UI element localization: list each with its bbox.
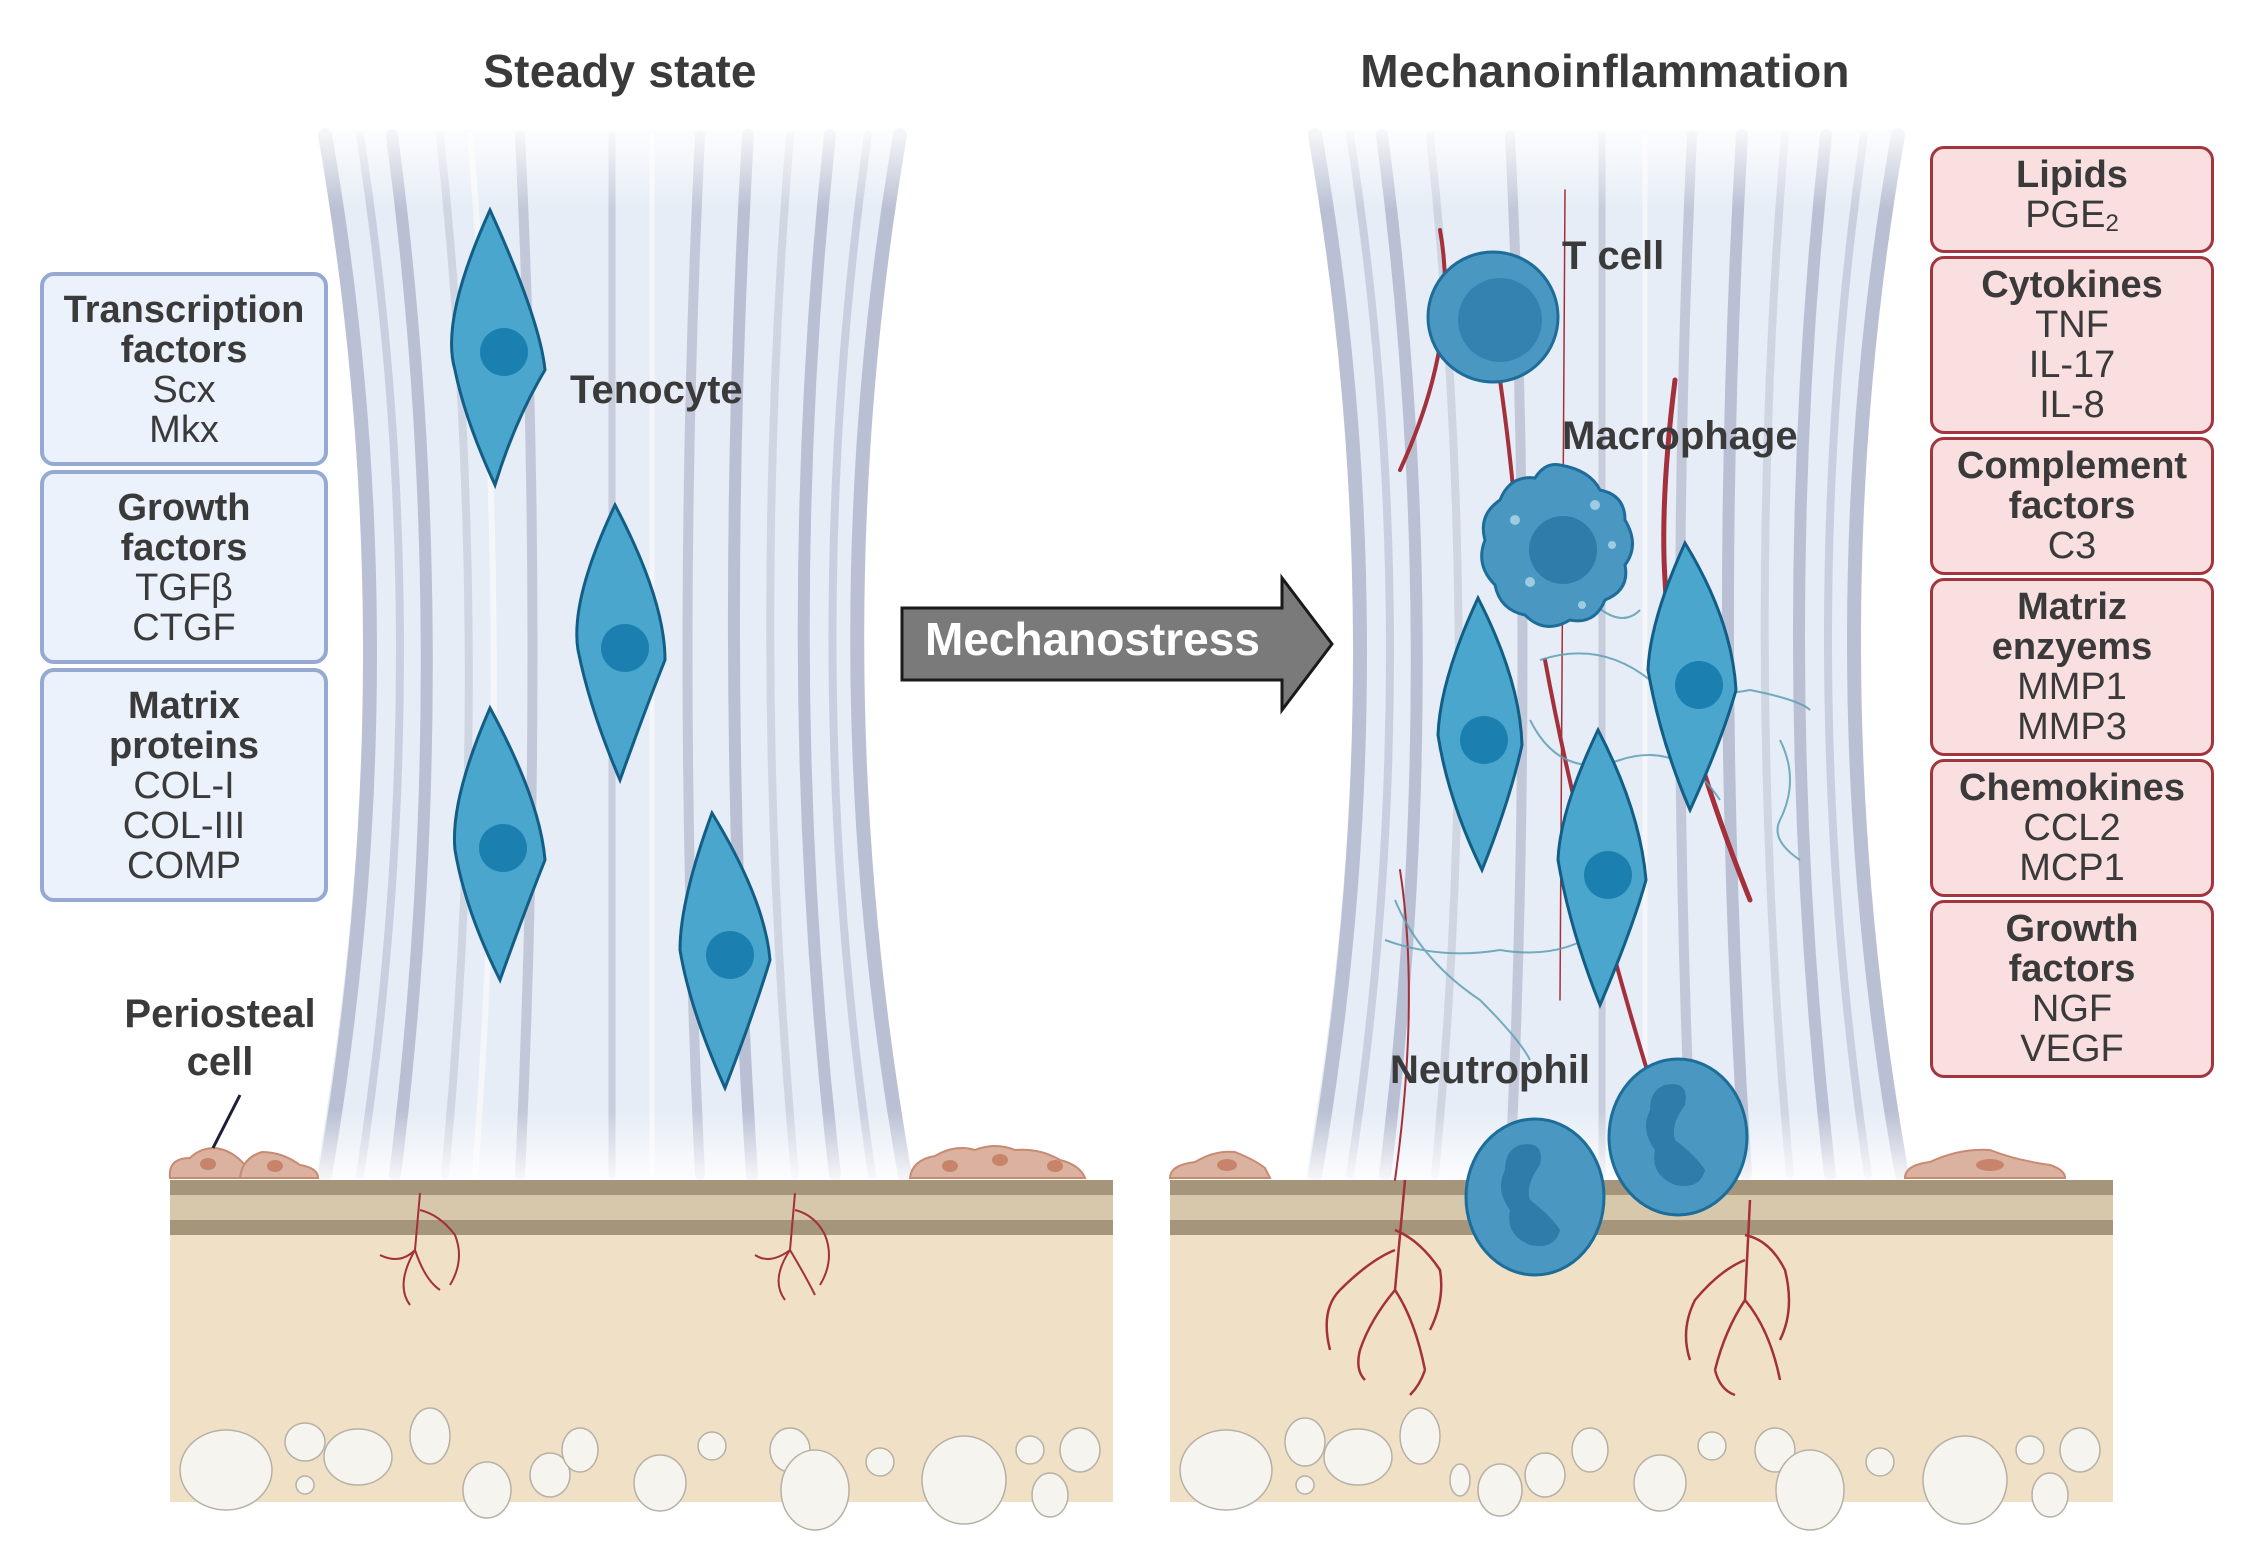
tenocyte-nuclei-left	[479, 328, 754, 979]
label-periosteal-line2: cell	[186, 1040, 254, 1084]
left-bone	[168, 1094, 1113, 1531]
label-macrophage: Macrophage	[1562, 414, 1798, 458]
box-item: IL-8	[2039, 384, 2105, 426]
label-periosteal-cell: Periosteal cell	[124, 990, 315, 1086]
steady-state-factors: Transcription factors Scx Mkx Growth fac…	[40, 272, 328, 902]
box-item: MMP1	[2017, 666, 2127, 708]
box-item: MMP3	[2017, 706, 2127, 748]
box-growth-factors-inflamed: Growth factors NGF VEGF	[1930, 900, 2214, 1078]
box-heading: Matrix proteins	[109, 685, 259, 767]
box-item: COL-I	[133, 765, 235, 807]
box-heading: Chemokines	[1959, 767, 2185, 809]
box-complement-factors: Complement factors C3	[1930, 437, 2214, 575]
tenocyte-nuclei-right	[1460, 661, 1723, 899]
bone-vessels-left	[379, 1192, 830, 1306]
box-chemokines: Chemokines CCL2 MCP1	[1930, 759, 2214, 897]
box-item: VEGF	[2020, 1028, 2124, 1070]
box-item: NGF	[2031, 988, 2113, 1030]
box-heading: Transcription factors	[63, 289, 305, 371]
box-matrix-enzymes: Matriz enzyems MMP1 MMP3	[1930, 578, 2214, 756]
box-matrix-proteins: Matrix proteins COL-I COL-III COMP	[40, 668, 328, 902]
t-cell	[1426, 250, 1560, 384]
box-item: Scx	[152, 369, 216, 411]
box-heading: Growth factors	[2005, 908, 2139, 990]
box-item: COL-III	[122, 805, 246, 847]
title-mechanoinflammation: Mechanoinflammation	[1360, 45, 1850, 97]
mechanostress-arrow	[900, 573, 1334, 715]
macrophage	[1480, 463, 1634, 628]
title-steady-state: Steady state	[483, 45, 757, 97]
right-bone	[1168, 1148, 2113, 1531]
box-heading: Cytokines	[1981, 264, 2163, 306]
box-item: TGFβ	[135, 567, 233, 609]
box-item: IL-17	[2028, 344, 2116, 386]
bone-vessels-right	[1325, 1179, 1791, 1397]
mechanostress-label: Mechanostress	[925, 613, 1260, 665]
bone-marrow-spaces	[179, 1407, 1101, 1531]
box-item: CCL2	[2023, 807, 2121, 849]
box-heading: Lipids	[2016, 154, 2128, 196]
neutrophils	[1464, 1057, 1749, 1277]
box-item-pge2: PGE2	[2025, 194, 2119, 237]
label-periosteal-line1: Periosteal	[124, 992, 316, 1036]
box-item: MCP1	[2019, 847, 2125, 889]
periosteal-pointer-line	[211, 1094, 242, 1149]
box-heading: Growth factors	[117, 487, 251, 569]
box-heading: Matriz enzyems	[1991, 586, 2153, 668]
label-tenocyte: Tenocyte	[570, 368, 743, 412]
box-transcription-factors: Transcription factors Scx Mkx	[40, 272, 328, 466]
label-neutrophil: Neutrophil	[1390, 1048, 1590, 1092]
box-heading: Complement factors	[1956, 445, 2188, 527]
box-item: CTGF	[132, 607, 236, 649]
box-cytokines: Cytokines TNF IL-17 IL-8	[1930, 256, 2214, 434]
box-item: COMP	[127, 845, 241, 887]
label-t-cell: T cell	[1562, 234, 1665, 278]
box-lipids: Lipids PGE2	[1930, 146, 2214, 253]
bone-marrow-spaces	[1179, 1407, 2101, 1531]
box-item: C3	[2047, 525, 2097, 567]
box-item: Mkx	[149, 409, 219, 451]
box-item: TNF	[2035, 304, 2109, 346]
mechanoinflammation-factors: Lipids PGE2 Cytokines TNF IL-17 IL-8 Com…	[1930, 146, 2214, 1078]
box-growth-factors: Growth factors TGFβ CTGF	[40, 470, 328, 664]
